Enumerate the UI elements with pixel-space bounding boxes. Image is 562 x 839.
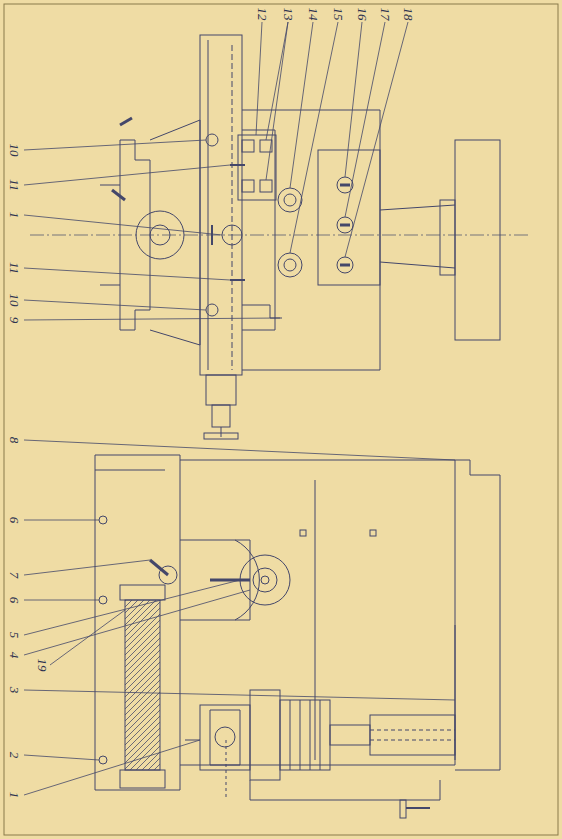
callout-number: 11 bbox=[7, 261, 22, 275]
callout-number: 17 bbox=[378, 7, 393, 22]
callout-number: 10 bbox=[7, 143, 22, 158]
callout-number: 15 bbox=[331, 7, 346, 22]
callout-number: 19 bbox=[35, 658, 50, 673]
callout-number: 1 bbox=[7, 791, 22, 800]
callout-number: 6 bbox=[7, 596, 22, 605]
callout-number: 5 bbox=[7, 631, 22, 640]
callout-number: 16 bbox=[355, 7, 370, 22]
callout-number: 6 bbox=[7, 516, 22, 525]
callout-number: 10 bbox=[7, 293, 22, 308]
sheet-border bbox=[4, 4, 558, 835]
callout-number: 4 bbox=[7, 651, 22, 660]
callout-number: 13 bbox=[281, 7, 296, 22]
callout-number: 11 bbox=[7, 178, 22, 192]
callout-number: 12 bbox=[255, 7, 270, 22]
callout-number: 18 bbox=[401, 7, 416, 22]
callout-number: 2 bbox=[7, 751, 22, 760]
callout-number: 9 bbox=[7, 316, 22, 325]
leader-lines bbox=[24, 22, 455, 795]
side-view bbox=[95, 455, 500, 818]
top-view bbox=[30, 35, 530, 439]
callout-number: 8 bbox=[7, 436, 22, 445]
callout-number: 1 bbox=[7, 211, 22, 220]
callout-number: 3 bbox=[7, 686, 22, 695]
callout-number: 7 bbox=[7, 571, 22, 580]
callout-number: 14 bbox=[306, 7, 321, 22]
